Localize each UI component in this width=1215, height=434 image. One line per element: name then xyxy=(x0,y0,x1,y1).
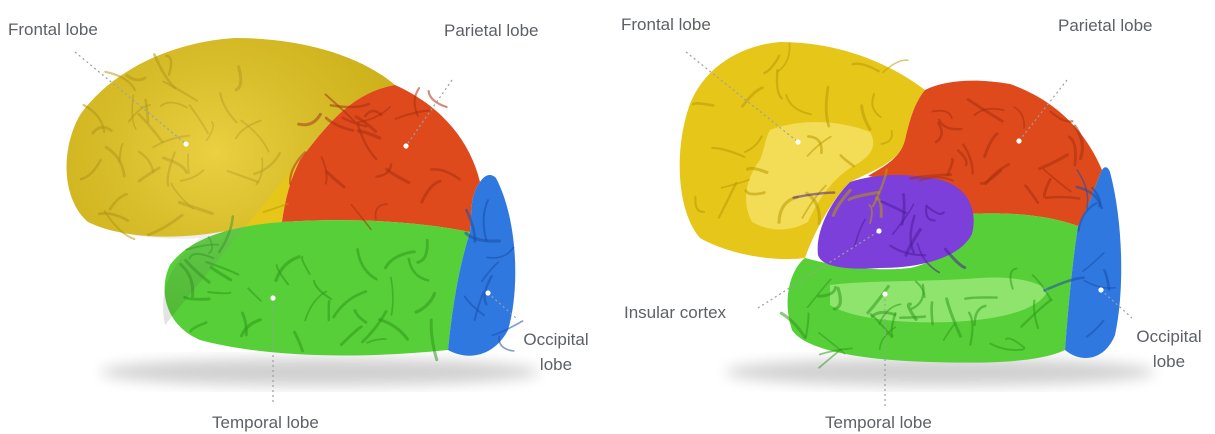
left-temporal-label: Temporal lobe xyxy=(212,412,319,433)
right-occipital-dot xyxy=(1098,287,1103,292)
left-frontal-dot xyxy=(183,141,188,146)
gyrus-fold xyxy=(900,317,925,318)
right-occipital-label-line1: Occipital xyxy=(1128,326,1210,347)
gyrus-fold xyxy=(965,297,997,298)
left-occipital-label-line2: lobe xyxy=(515,354,597,375)
gyrus-fold xyxy=(932,303,933,325)
left-frontal-label: Frontal lobe xyxy=(8,19,98,40)
right-insular-dot xyxy=(876,228,881,233)
right-parietal-label: Parietal lobe xyxy=(1058,15,1153,36)
left-parietal-dot xyxy=(403,143,408,148)
left-occipital-dot xyxy=(485,290,490,295)
left-occipital-label-line1: Occipital xyxy=(515,329,597,350)
right-occipital-label-line2: lobe xyxy=(1128,351,1210,372)
right-insular-label: Insular cortex xyxy=(624,302,726,323)
right-parietal-dot xyxy=(1016,138,1021,143)
left-parietal-label: Parietal lobe xyxy=(444,20,539,41)
left-brain-shadow xyxy=(100,358,540,386)
right-temporal-dot xyxy=(882,291,887,296)
right-frontal-dot xyxy=(795,139,800,144)
right-frontal-label: Frontal lobe xyxy=(621,14,711,35)
left-occipital-label: Occipital lobe xyxy=(515,329,597,375)
gyrus-fold xyxy=(429,91,447,107)
right-brain xyxy=(680,42,1155,386)
right-temporal-label: Temporal lobe xyxy=(825,412,932,433)
left-temporal-dot xyxy=(270,295,275,300)
right-occipital-label: Occipital lobe xyxy=(1128,326,1210,372)
left-brain xyxy=(67,38,540,386)
